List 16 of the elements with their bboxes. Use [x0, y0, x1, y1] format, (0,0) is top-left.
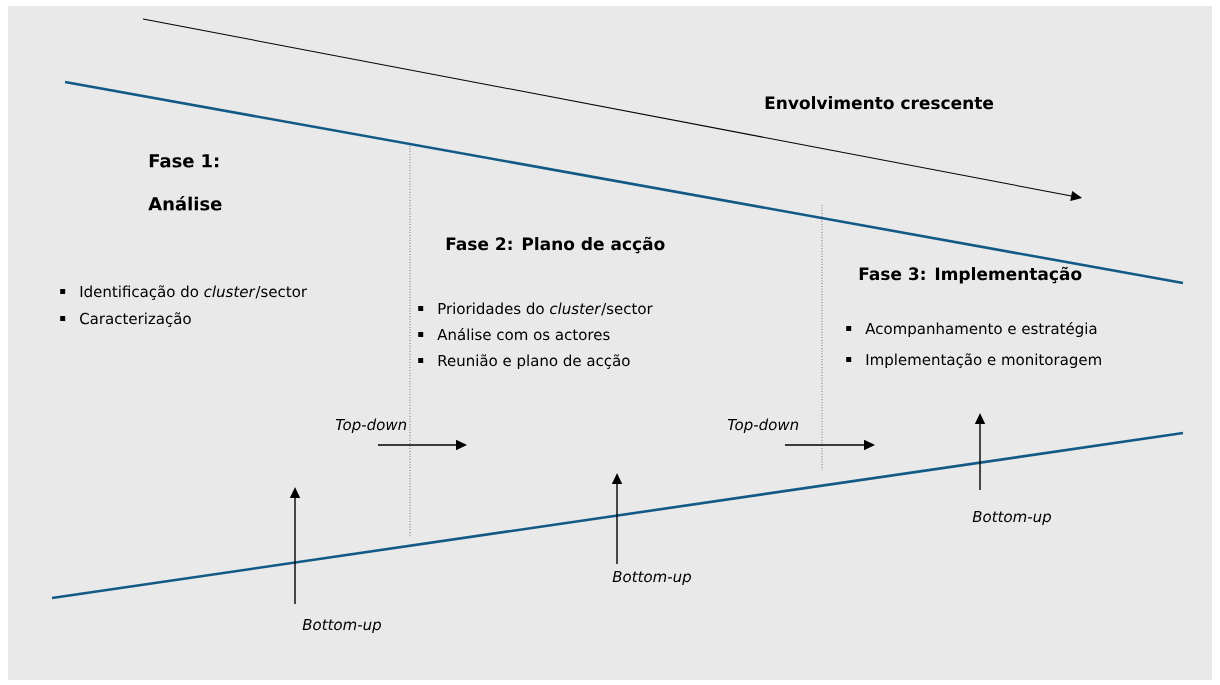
bullet-item: Acompanhamento e estratégia: [846, 322, 1097, 338]
bullet-item: Prioridades do cluster/sector: [418, 302, 653, 316]
bullet-item: Identificação do cluster/sector: [60, 285, 308, 300]
phase-heading: Fase 2: Plano de acção: [446, 236, 665, 254]
direction-label: Top-down: [727, 418, 799, 434]
bullet-item: Caracterização: [60, 312, 191, 327]
bullet-item: Implementação e monitoragem: [846, 353, 1101, 369]
bullet-item: Reunião e plano de acção: [418, 354, 630, 370]
phase-heading: Fase 3: Implementação: [859, 266, 1082, 284]
heading: Envolvimento crescente: [765, 96, 994, 110]
bullet-item: Análise com os actores: [418, 328, 610, 341]
direction-label: Bottom-up: [972, 511, 1051, 526]
direction-label: Top-down: [335, 418, 407, 434]
direction-label: Bottom-up: [302, 619, 381, 634]
direction-label: Bottom-up: [612, 571, 691, 586]
phase-heading: Fase 1: Análise: [148, 154, 222, 211]
